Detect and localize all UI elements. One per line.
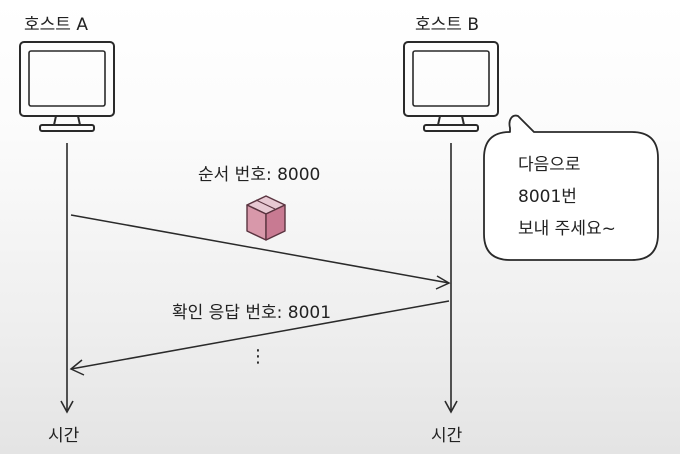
continuation-ellipsis: ⋮ <box>249 346 267 367</box>
speech-bubble-line: 다음으로 <box>518 155 581 175</box>
host-b-label: 호스트 B <box>415 15 479 35</box>
time-label-host-b: 시간 <box>431 426 463 446</box>
monitor-icon-host-b <box>403 41 499 132</box>
host-a-label: 호스트 A <box>24 15 88 35</box>
sequence-number-label: 순서 번호: 8000 <box>198 165 321 185</box>
monitor-icon-host-a <box>19 41 115 132</box>
package-box-icon <box>246 195 286 241</box>
ack-number-label: 확인 응답 번호: 8001 <box>172 303 332 323</box>
timeline-host-a <box>60 143 74 414</box>
speech-bubble-text: 다음으로 8001번 보내 주세요~ <box>518 149 616 245</box>
arrow-segment-a-to-b <box>70 214 451 290</box>
speech-bubble-line: 보내 주세요~ <box>518 219 616 239</box>
speech-bubble-shape <box>483 114 659 261</box>
arrow-ack-b-to-a <box>69 300 450 376</box>
speech-bubble-line: 8001번 <box>518 187 577 207</box>
time-label-host-a: 시간 <box>48 426 80 446</box>
timeline-host-b <box>444 143 458 414</box>
